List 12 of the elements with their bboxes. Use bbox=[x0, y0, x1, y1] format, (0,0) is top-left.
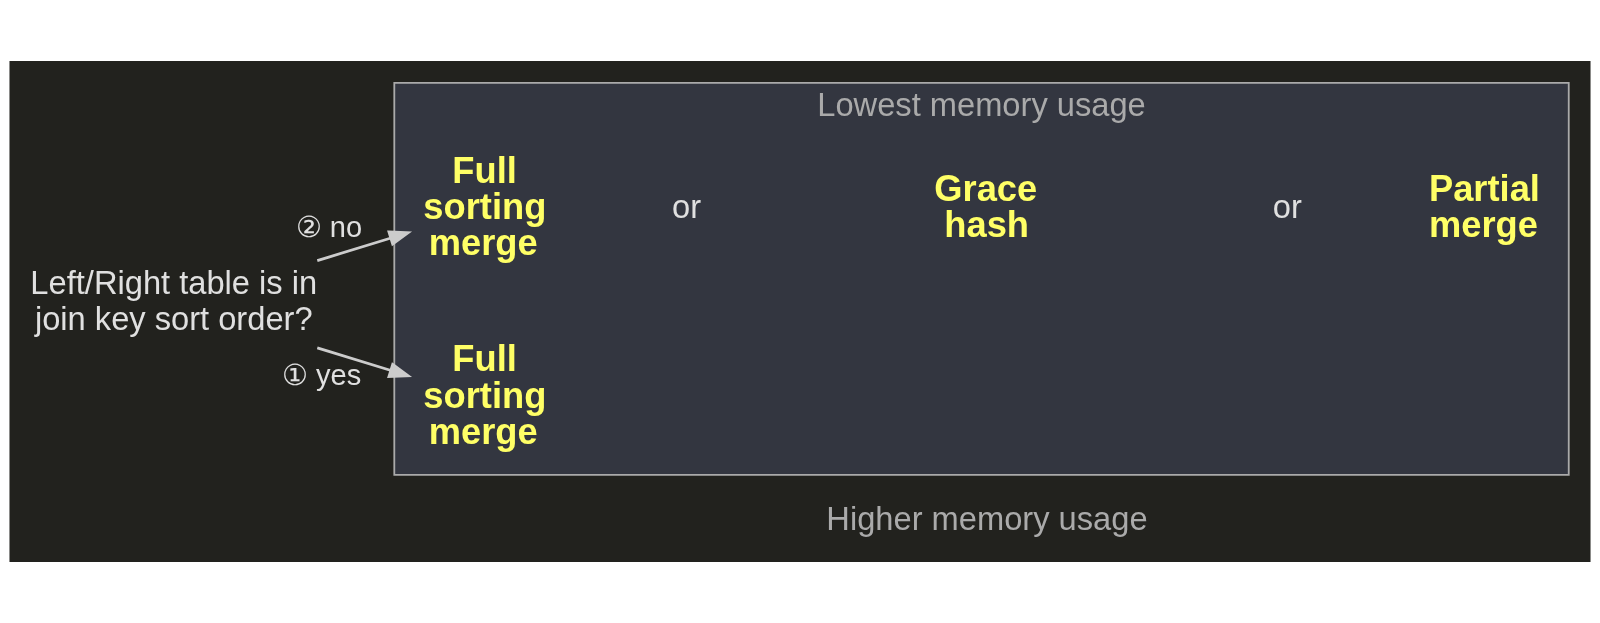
edge-label: ① yes bbox=[281, 358, 362, 391]
node-text: Full sorting merge bbox=[423, 149, 547, 264]
label: or bbox=[1272, 187, 1302, 225]
arrow bbox=[316, 230, 413, 262]
edge-label: ② no bbox=[295, 211, 363, 244]
node-text: Full sorting merge bbox=[423, 338, 547, 453]
node-label: Higher memory usage bbox=[826, 500, 1148, 538]
arrow bbox=[316, 346, 413, 378]
node-text: Left/Right table is in join key sort order? bbox=[30, 264, 318, 338]
node-text: Partial merge bbox=[1428, 167, 1540, 246]
node-text: Grace hash bbox=[934, 167, 1038, 246]
label: or bbox=[672, 187, 702, 225]
